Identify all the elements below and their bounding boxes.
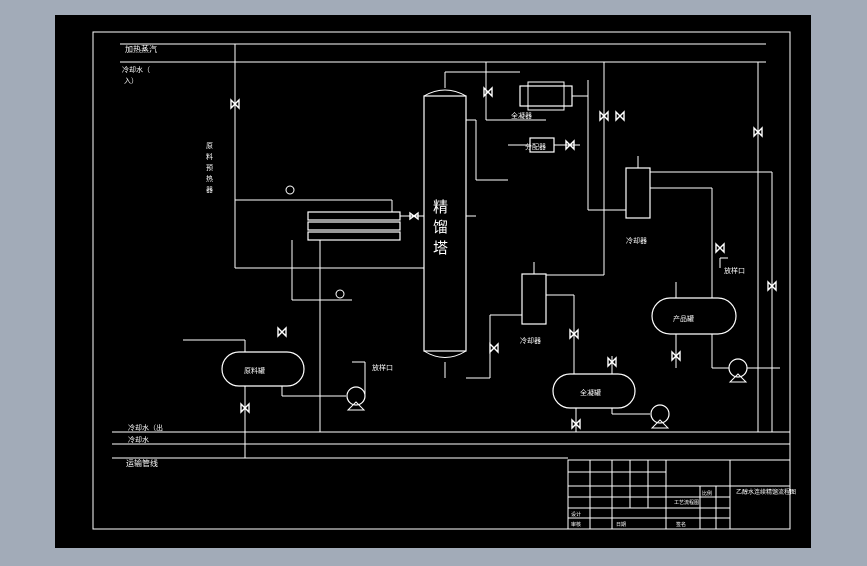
total-condenser [445,62,589,210]
cooling-water-label: 冷却水 [128,435,149,444]
reflux-splitter-label: 分配器 [525,142,546,151]
column-label-2: 馏 [433,218,448,236]
total-condenser-label: 全凝器 [511,111,532,120]
distillation-column [423,72,476,378]
date-label: 日期 [616,522,626,528]
steam-line-label: 加热蒸汽 [125,44,157,54]
drawing-border [92,31,791,530]
feed-preheater [235,199,424,241]
product-tank [651,257,737,369]
flow-label: 工艺流程图 [674,499,699,506]
preheater-label-3: 预 [206,163,213,172]
preheater-label-1: 原 [206,142,213,150]
column-label-1: 精 [433,198,448,216]
valve-set [230,86,777,430]
column-label-3: 塔 [433,239,448,257]
drawing-title: 乙醇水连续精馏流程图 [736,488,796,496]
cooler-right [588,62,773,432]
feed-pump [346,361,366,411]
condensate-pump [650,404,670,429]
cooling-water-out-label: 冷却水（出 [128,423,163,432]
cooler-right-label: 冷却器 [626,236,647,245]
cooling-water-in-label-1: 冷却水（ [122,65,150,74]
preheater-label-2: 料 [206,152,213,161]
product-pump [728,62,780,432]
cooling-water-in-label-2: 入） [124,77,138,85]
reflux-splitter [475,120,580,181]
feed-tank [183,339,346,458]
condensate-tank [552,356,650,432]
drain-label-2: 放样口 [724,266,745,275]
transport-pipe-label: 运输管线 [126,458,158,468]
drain-label-1: 放样口 [372,363,393,372]
feed-tank-label: 原料罐 [244,366,265,375]
product-tank-label: 产品罐 [673,314,694,323]
scale-label: 比例 [702,490,712,497]
sign-label: 签名 [676,521,686,528]
preheater-label-5: 器 [206,186,213,194]
review-label: 审核 [571,521,581,528]
title-block [567,459,791,530]
designer-label: 设计 [571,511,581,518]
condensate-tank-label: 全凝罐 [580,388,601,397]
cooler-mid-label: 冷却器 [520,336,541,345]
preheater-label-4: 热 [206,174,213,183]
